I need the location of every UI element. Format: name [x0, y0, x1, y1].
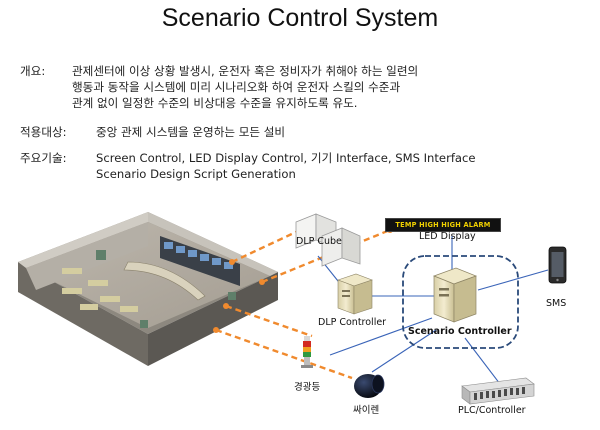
- plc-icon: [461, 377, 535, 405]
- dlp-cube-icon: [295, 213, 361, 267]
- scenario-controller-label: Scenario Controller: [408, 326, 512, 337]
- phone-icon: [548, 246, 567, 284]
- scenario-controller-boundary: [402, 255, 519, 349]
- tech-label: 주요기술:: [20, 151, 67, 165]
- plc-controller-label: PLC/Controller: [458, 405, 526, 416]
- target-label: 적용대상:: [20, 125, 67, 139]
- tech-line-1: Screen Control, LED Display Control, 기기 …: [96, 151, 476, 165]
- orange-links: [215, 228, 391, 380]
- led-display-label: LED Display: [419, 231, 476, 242]
- tower-light-icon: [301, 336, 313, 368]
- target-text: 중앙 관제 시스템을 운영하는 모든 설비: [96, 125, 286, 139]
- warning-light-label: 경광등: [294, 382, 321, 393]
- overview-label: 개요:: [20, 64, 46, 78]
- control-room-illustration: [18, 212, 278, 366]
- dlp-controller-server-icon: [337, 273, 373, 315]
- scenario-controller-server-icon: [433, 267, 477, 323]
- page-title: Scenario Control System: [161, 4, 439, 32]
- sms-label: SMS: [546, 298, 567, 309]
- tech-line-2: Scenario Design Script Generation: [96, 167, 296, 181]
- siren-label: 싸이렌: [353, 405, 380, 416]
- overview-line-3: 관계 없이 일정한 수준의 비상대응 수준을 유지하도록 유도.: [72, 96, 358, 110]
- overview-line-2: 행동과 동작을 시스템에 미리 시나리오화 하여 운전자 스킬의 수준과: [72, 80, 401, 94]
- led-alarm-display: TEMP HIGH HIGH ALARM: [385, 218, 501, 232]
- dlp-cube-label: DLP Cube: [296, 236, 342, 247]
- overview-line-1: 관제센터에 이상 상황 발생시, 운전자 혹은 정비자가 취해야 하는 일련의: [72, 64, 419, 78]
- siren-icon: [354, 374, 385, 398]
- dlp-controller-label: DLP Controller: [318, 317, 387, 328]
